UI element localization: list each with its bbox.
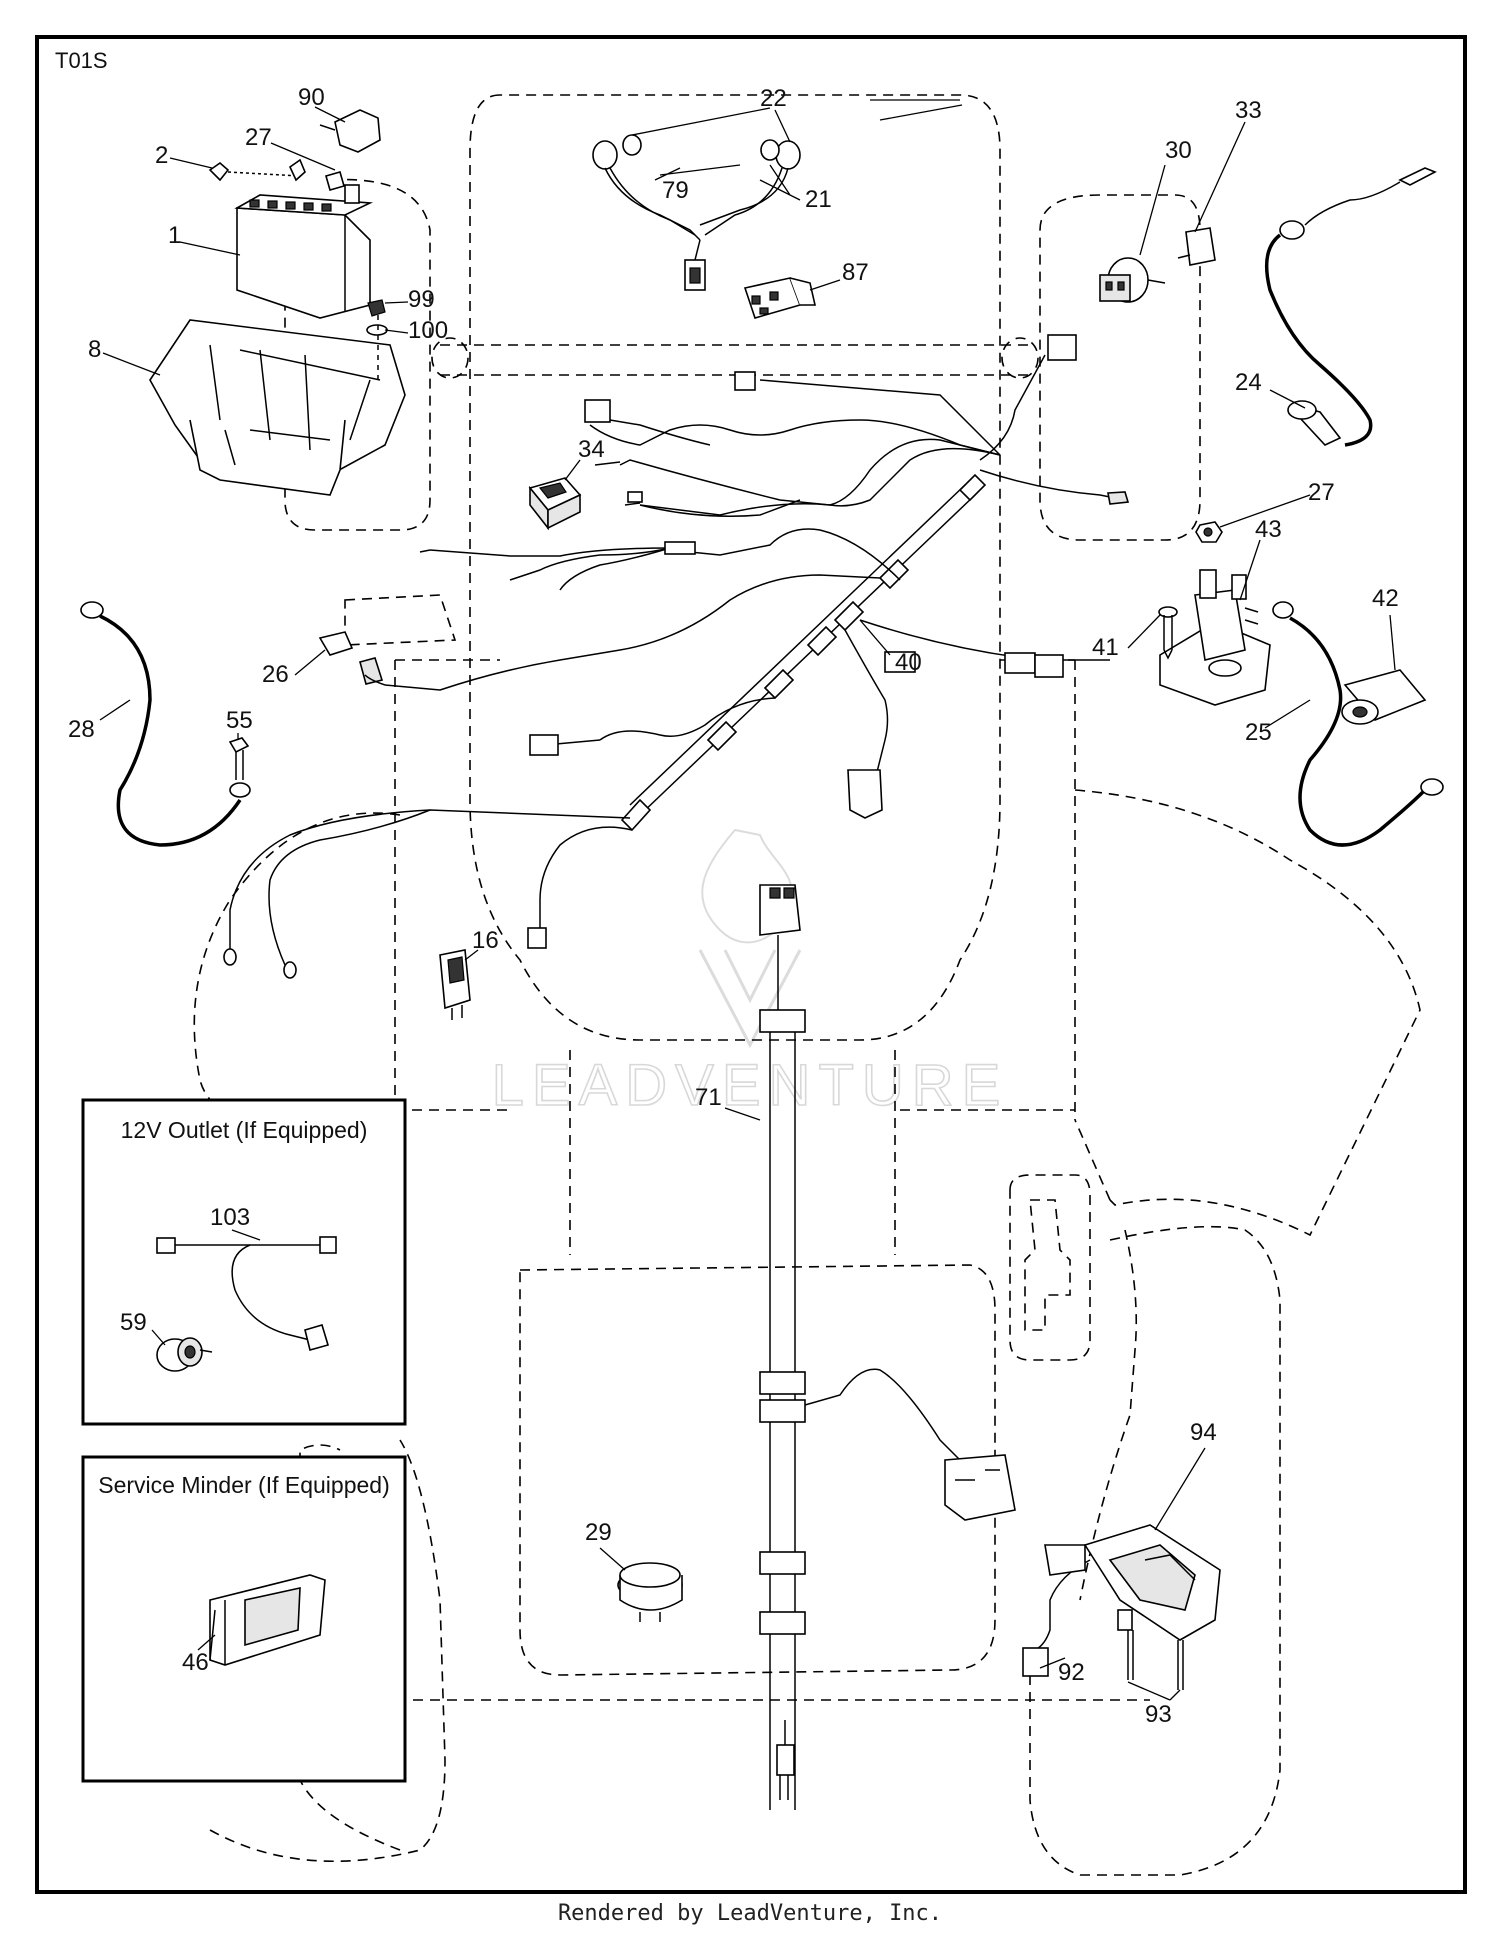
callout-16: 16 bbox=[472, 927, 499, 954]
ground-cable-28 bbox=[80, 601, 251, 847]
grommet-plug bbox=[617, 1562, 683, 1622]
battery-tray bbox=[149, 319, 406, 496]
relay bbox=[743, 277, 817, 319]
callout-33: 33 bbox=[1235, 97, 1262, 124]
sheet-code: T01S bbox=[55, 48, 108, 73]
terminal-boot bbox=[1341, 669, 1427, 725]
callout-1: 1 bbox=[168, 222, 181, 249]
callout-99: 99 bbox=[408, 286, 435, 313]
power-outlet bbox=[156, 1337, 213, 1372]
callout-8: 8 bbox=[88, 336, 101, 363]
main-wiring-harness bbox=[223, 334, 1130, 979]
ignition-key bbox=[1177, 227, 1216, 266]
render-credit: Rendered by LeadVenture, Inc. bbox=[558, 1901, 942, 1926]
leader-lines bbox=[99, 99, 1396, 1701]
callout-55: 55 bbox=[226, 707, 253, 734]
minder-inset-title: Service Minder (If Equipped) bbox=[98, 1472, 389, 1498]
battery bbox=[234, 184, 374, 319]
callout-92: 92 bbox=[1058, 1659, 1085, 1686]
callout-29: 29 bbox=[585, 1519, 612, 1546]
seat-switch-harness bbox=[1022, 1544, 1091, 1677]
callout-21: 21 bbox=[805, 186, 832, 213]
outlet-inset-title: 12V Outlet (If Equipped) bbox=[121, 1117, 368, 1143]
fuse-holder bbox=[318, 631, 384, 685]
callout-2: 2 bbox=[155, 142, 168, 169]
rocker-switch bbox=[528, 477, 582, 531]
starter-solenoid bbox=[1159, 569, 1271, 706]
watermark: LEADVENTURE bbox=[491, 828, 1009, 1119]
callout-25: 25 bbox=[1245, 719, 1272, 746]
callout-labels: T01S 90 27 2 1 8 99 100 22 79 21 87 30 3… bbox=[55, 48, 1399, 1728]
callout-100: 100 bbox=[408, 317, 448, 344]
callout-24: 24 bbox=[1235, 369, 1262, 396]
battery-bolt bbox=[208, 158, 345, 191]
battery-boot bbox=[319, 109, 381, 153]
callout-26: 26 bbox=[262, 661, 289, 688]
outlet-inset-box: 12V Outlet (If Equipped) bbox=[81, 1098, 407, 1426]
callout-28: 28 bbox=[68, 716, 95, 743]
callout-42: 42 bbox=[1372, 585, 1399, 612]
harness-71 bbox=[759, 884, 1016, 1810]
seat-switch bbox=[1083, 1524, 1221, 1641]
outer-frame bbox=[35, 35, 1467, 1894]
callout-90: 90 bbox=[298, 84, 325, 111]
callout-46: 46 bbox=[182, 1649, 209, 1676]
solenoid-bolt bbox=[1158, 606, 1178, 660]
seat-switch-screws bbox=[1127, 1630, 1184, 1690]
plunger-switch-16 bbox=[439, 949, 471, 1020]
ignition-switch bbox=[1099, 257, 1166, 303]
tractor-outline bbox=[193, 94, 1421, 1876]
callout-93: 93 bbox=[1145, 1701, 1172, 1728]
callout-87: 87 bbox=[842, 259, 869, 286]
callout-34: 34 bbox=[578, 436, 605, 463]
service-minder-display bbox=[209, 1574, 326, 1666]
minder-inset-box: Service Minder (If Equipped) bbox=[81, 1455, 407, 1783]
callout-41: 41 bbox=[1092, 634, 1119, 661]
callout-94: 94 bbox=[1190, 1419, 1217, 1446]
callout-40: 40 bbox=[895, 649, 922, 676]
hold-bolt-washer bbox=[366, 299, 388, 385]
callout-43: 43 bbox=[1255, 516, 1282, 543]
callout-59: 59 bbox=[120, 1309, 147, 1336]
callout-79: 79 bbox=[662, 177, 689, 204]
solenoid-cable-25 bbox=[1272, 601, 1444, 847]
callout-22: 22 bbox=[760, 85, 787, 112]
callout-27-solenoid: 27 bbox=[1308, 479, 1335, 506]
solenoid-nut bbox=[1195, 521, 1223, 543]
ground-bolt bbox=[228, 737, 250, 780]
callout-71: 71 bbox=[695, 1084, 722, 1111]
headlight-assembly bbox=[592, 134, 801, 291]
watermark-text: LEADVENTURE bbox=[492, 1053, 1009, 1118]
callout-27-nut: 27 bbox=[245, 124, 272, 151]
callout-103: 103 bbox=[210, 1204, 250, 1231]
battery-cable-24 bbox=[1264, 167, 1437, 447]
outlet-harness bbox=[156, 1236, 337, 1351]
callout-30: 30 bbox=[1165, 137, 1192, 164]
